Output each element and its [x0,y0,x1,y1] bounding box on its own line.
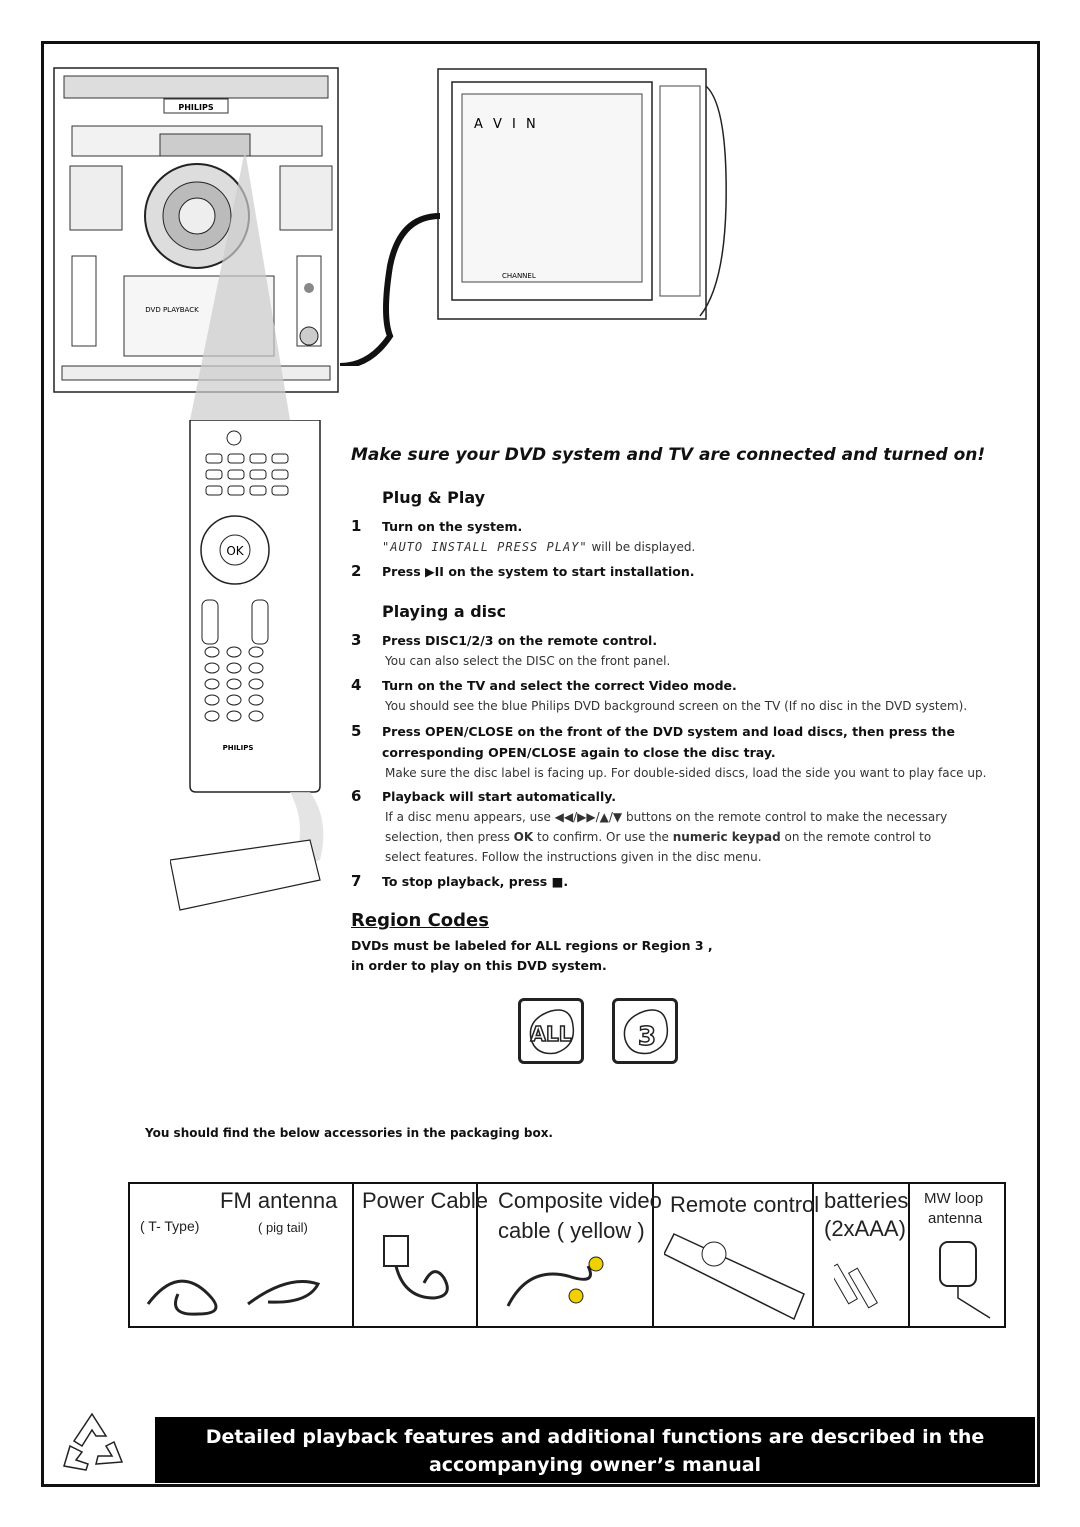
keypad-emphasis: numeric keypad [672,830,781,844]
step-note: If a disc menu appears, use ◀◀/▶▶/▲/▼ bu… [385,810,947,824]
step-note: selection, then press OK to confirm. Or … [385,830,931,844]
accessories-note: You should find the below accessories in… [145,1126,553,1140]
video-cable-label-1: Composite video [498,1188,662,1213]
fm-pig-tail-label: ( pig tail) [258,1220,308,1235]
step-note: You should see the blue Philips DVD back… [385,699,968,713]
note-text: on the remote control to [780,830,932,844]
step-number: 2 [351,562,362,580]
batteries-label-1: batteries [824,1188,909,1213]
device-brand: PHILIPS [178,103,213,112]
remote-control-icon [664,1233,805,1321]
region-line-1: DVDs must be labeled for ALL regions or … [351,938,713,953]
step-text-pre: Press [382,564,426,579]
footer-line-1: Detailed playback features and additiona… [205,1426,985,1448]
tv-illustration: A V I N CHANNEL [339,68,727,366]
video-cable-cell: Composite video cable ( yellow ) [478,1184,662,1326]
step-text: Press OPEN/CLOSE on the front of the DVD… [382,724,955,739]
footer-line-2: accompanying owner’s manual [428,1454,762,1476]
step-text-post: . [563,874,569,889]
page-frame [41,41,1040,1487]
mw-antenna-label: antenna [928,1210,983,1227]
video-cable-icon [506,1256,604,1307]
step-note: "AUTO INSTALL PRESS PLAY" will be displa… [382,540,695,554]
remote-ok-label: OK [226,544,244,558]
region-all-label: ALL [531,1022,572,1046]
mw-antenna-cell: MW loop antenna [910,1184,1004,1326]
batteries-icon [834,1263,879,1309]
step-note: You can also select the DISC on the fron… [385,654,671,668]
remote-control-label: Remote control [670,1192,820,1217]
footer-banner: Detailed playback features and additiona… [155,1417,1035,1483]
plug-play-title: Plug & Play [382,488,486,507]
mw-antenna-icon [939,1241,991,1319]
step-note: Make sure the disc label is facing up. F… [385,766,987,780]
accessories-table: FM antenna ( T- Type) ( pig tail) Power … [128,1182,1006,1328]
play-pause-icon: ▶II [425,564,444,579]
fm-antenna-label: FM antenna [220,1188,338,1213]
step-note: select features. Follow the instructions… [385,850,762,864]
step-text-pre: To stop playback, press [382,874,552,889]
step-text: Press DISC1/2/3 on the remote control. [382,633,658,648]
step-text-post: on the system to start installation. [443,564,695,579]
tv-screen-label: A V I N [474,117,539,132]
dvd-system-illustration: PHILIPS DVD PLAYBACK [53,67,339,393]
region-3-badge: 3 [612,998,678,1064]
step-text: Playback will start automatically. [382,789,616,804]
batteries-cell: batteries (2xAAA) [814,1184,910,1326]
power-cable-label: Power Cable [362,1188,488,1213]
power-cable-icon [383,1235,449,1300]
step-number: 3 [351,631,362,649]
region-codes-title: Region Codes [351,910,489,931]
note-text: selection, then press [385,830,514,844]
step-number: 4 [351,676,362,694]
power-cable-cell: Power Cable [354,1184,488,1326]
region-line-2: in order to play on this DVD system. [351,958,607,973]
remote-illustration: OK PHILIPS [170,420,324,911]
video-cable-label-2: cable ( yellow ) [498,1218,645,1243]
step-text: Turn on the TV and select the correct Vi… [382,678,737,693]
step-number: 1 [351,517,362,535]
step-text: Press ▶II on the system to start install… [382,564,695,579]
note-text: buttons on the remote control to make th… [622,810,948,824]
ok-emphasis: OK [513,830,534,844]
fm-antenna-icon [146,1279,321,1316]
step-number: 5 [351,722,362,740]
ir-beam [190,150,290,420]
disc-label: DVD PLAYBACK [145,306,199,314]
region-3-label: 3 [638,1022,656,1052]
playing-disc-title: Playing a disc [382,602,507,621]
channel-label: CHANNEL [502,272,536,280]
lcd-text: "AUTO INSTALL PRESS PLAY" [382,540,588,554]
intro-text: Make sure your DVD system and TV are con… [351,445,986,465]
remote-control-cell: Remote control [654,1184,819,1326]
batteries-label-2: (2xAAA) [824,1216,906,1241]
step-text: To stop playback, press ■. [382,874,568,889]
note-text: to confirm. Or use the [533,830,673,844]
stop-icon: ■ [551,874,564,889]
fm-t-type-label: ( T- Type) [140,1218,200,1234]
step-text-continued: corresponding OPEN/CLOSE again to close … [382,745,776,760]
note-text: If a disc menu appears, use [385,810,555,824]
fm-antenna-cell: FM antenna ( T- Type) ( pig tail) [130,1184,354,1326]
remote-brand: PHILIPS [223,744,254,752]
mw-loop-label: MW loop [924,1190,984,1207]
recycle-icon [63,1412,124,1471]
region-all-badge: ALL [518,998,584,1064]
step-note-text: will be displayed. [587,540,696,554]
step-number: 6 [351,787,362,805]
step-text: Turn on the system. [382,519,523,534]
nav-arrows-icon: ◀◀/▶▶/▲/▼ [554,810,623,824]
step-number: 7 [351,872,362,890]
